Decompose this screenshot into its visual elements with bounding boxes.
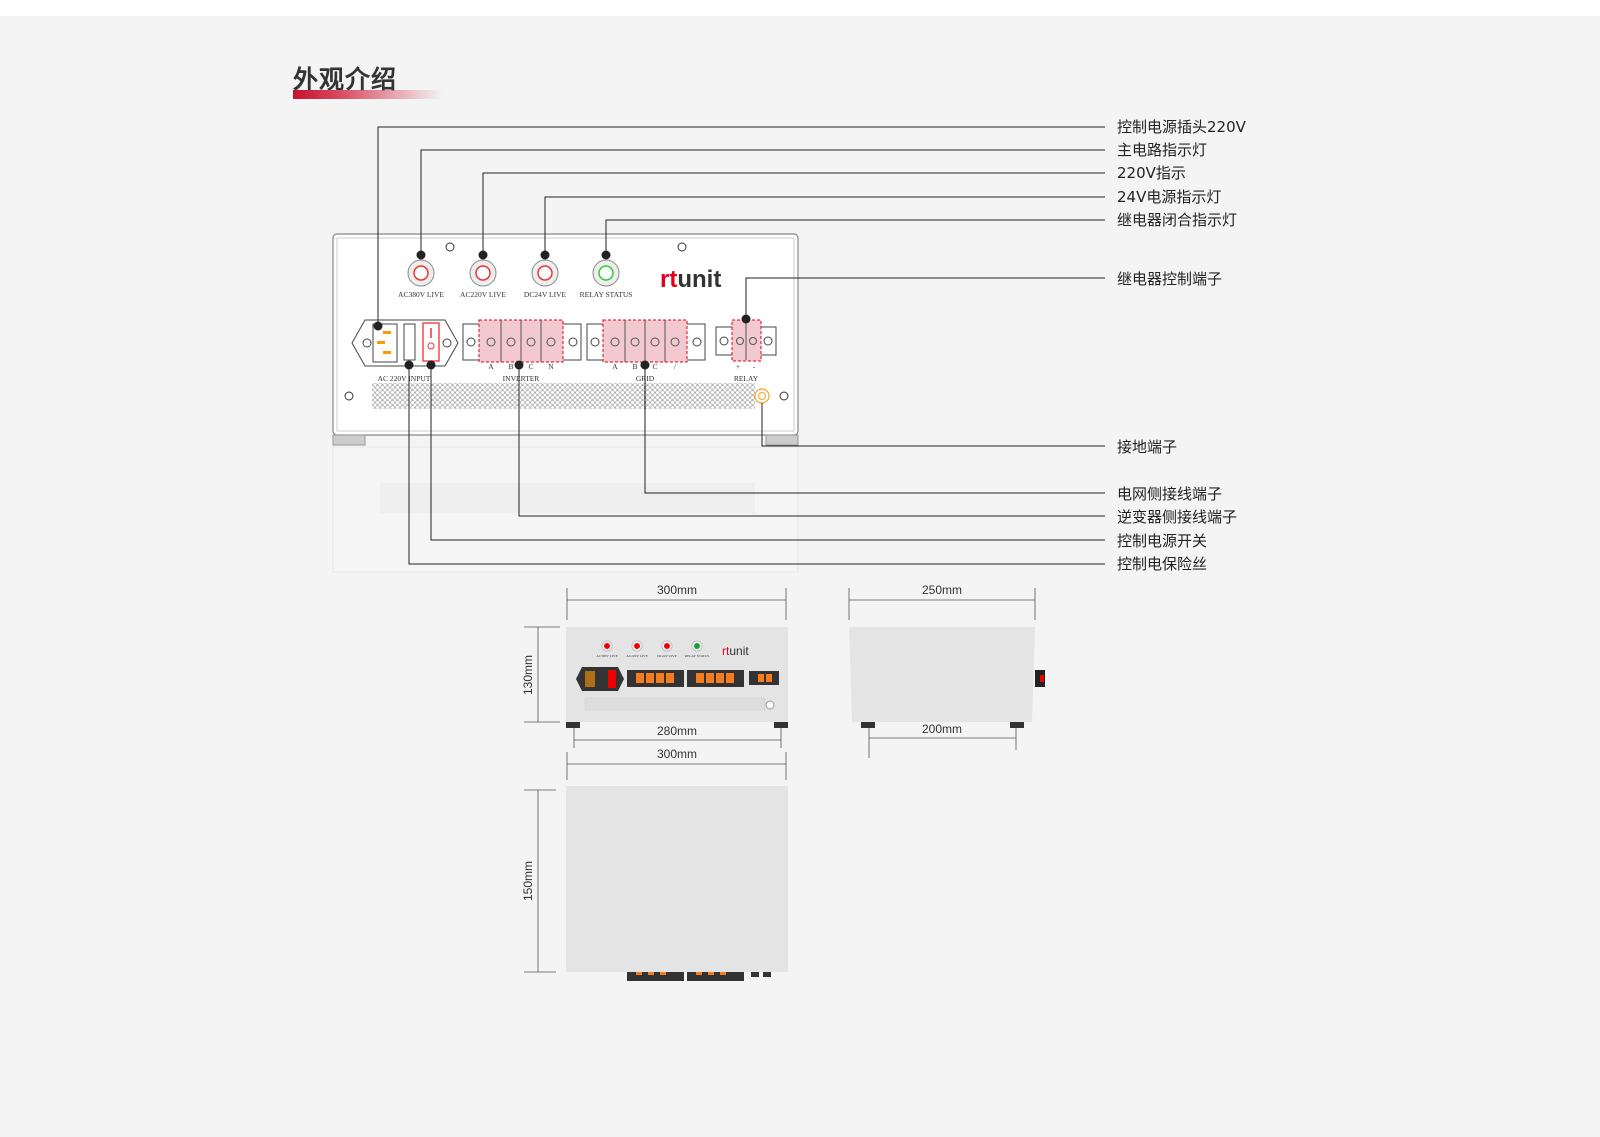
callout-24v-indicator: 24V电源指示灯 bbox=[1117, 188, 1221, 206]
dim-front-width: 300mm bbox=[657, 583, 697, 597]
front-view-small: AC380V LIVE AC220V LIVE DC24V LIVE RELAY… bbox=[566, 627, 788, 728]
led-ac220 bbox=[469, 259, 497, 287]
top-strip bbox=[0, 0, 1600, 16]
svg-text:RELAY STATUS: RELAY STATUS bbox=[685, 654, 710, 658]
callout-relay-terminal: 继电器控制端子 bbox=[1117, 270, 1222, 288]
brand-logo: rtunit bbox=[660, 266, 721, 293]
dim-side-feet-span: 200mm bbox=[922, 722, 962, 736]
led3-label: DC24V LIVE bbox=[524, 290, 567, 299]
foot-left bbox=[332, 434, 366, 446]
callout-fuse: 控制电保险丝 bbox=[1117, 555, 1207, 573]
led4-label: RELAY STATUS bbox=[580, 290, 633, 299]
dim-feet-span: 280mm bbox=[657, 724, 697, 738]
led-dc24 bbox=[531, 259, 559, 287]
side-view bbox=[849, 627, 1045, 728]
callout-grid-terminal: 电网侧接线端子 bbox=[1117, 485, 1222, 503]
dimension-lines bbox=[524, 588, 1036, 973]
callout-relay-indicator: 继电器闭合指示灯 bbox=[1117, 211, 1237, 229]
ac-input-label: AC 220V INPUT bbox=[378, 374, 431, 383]
term-label: A bbox=[488, 362, 494, 371]
grid-terminal-block bbox=[586, 319, 706, 363]
svg-text:rtunit: rtunit bbox=[722, 644, 749, 658]
svg-text:AC380V LIVE: AC380V LIVE bbox=[596, 654, 617, 658]
term-label: - bbox=[753, 362, 756, 371]
term-label: / bbox=[674, 362, 677, 371]
callout-220v-indicator: 220V指示 bbox=[1117, 164, 1186, 182]
term-label: B bbox=[508, 362, 513, 371]
callout-labels: 控制电源插头220V 主电路指示灯 220V指示 24V电源指示灯 继电器闭合指… bbox=[1117, 118, 1247, 573]
led1-label: AC380V LIVE bbox=[398, 290, 444, 299]
foot-right bbox=[765, 434, 799, 446]
screws bbox=[344, 242, 789, 401]
fuse-holder bbox=[403, 323, 416, 361]
relay-label: RELAY bbox=[734, 374, 759, 383]
callout-lines bbox=[377, 126, 1105, 565]
dim-top-depth: 150mm bbox=[521, 861, 535, 901]
inverter-label: INVERTER bbox=[503, 374, 540, 383]
dim-side-depth: 250mm bbox=[922, 583, 962, 597]
svg-text:AC220V LIVE: AC220V LIVE bbox=[626, 654, 647, 658]
vent-grille bbox=[372, 383, 755, 409]
term-label: A bbox=[612, 362, 618, 371]
callout-dots bbox=[373, 250, 751, 370]
term-label: C bbox=[528, 362, 533, 371]
led-ac380 bbox=[407, 259, 435, 287]
term-label: C bbox=[652, 362, 657, 371]
section-title: 外观介绍 bbox=[293, 65, 398, 94]
device-front-panel: AC380V LIVE AC220V LIVE DC24V LIVE RELAY… bbox=[332, 233, 799, 446]
callout-power-switch: 控制电源开关 bbox=[1117, 532, 1207, 550]
relay-terminal-block bbox=[715, 319, 777, 362]
callout-ground-terminal: 接地端子 bbox=[1117, 438, 1177, 456]
callout-inverter-terminal: 逆变器侧接线端子 bbox=[1117, 508, 1237, 526]
svg-text:DC24V LIVE: DC24V LIVE bbox=[657, 654, 677, 658]
term-label: B bbox=[632, 362, 637, 371]
callout-power-plug: 控制电源插头220V bbox=[1117, 118, 1247, 136]
term-label: + bbox=[736, 362, 740, 371]
dim-front-width-bottom: 300mm bbox=[657, 747, 697, 761]
device-reflection bbox=[332, 446, 799, 573]
ground-terminal bbox=[754, 388, 770, 404]
title-underline bbox=[293, 90, 443, 99]
top-view bbox=[566, 786, 788, 981]
led-relay-status bbox=[592, 259, 620, 287]
term-label: N bbox=[548, 362, 554, 371]
dim-front-height: 130mm bbox=[521, 655, 535, 695]
inverter-terminal-block bbox=[462, 319, 582, 363]
callout-main-indicator: 主电路指示灯 bbox=[1117, 141, 1207, 159]
led2-label: AC220V LIVE bbox=[460, 290, 506, 299]
